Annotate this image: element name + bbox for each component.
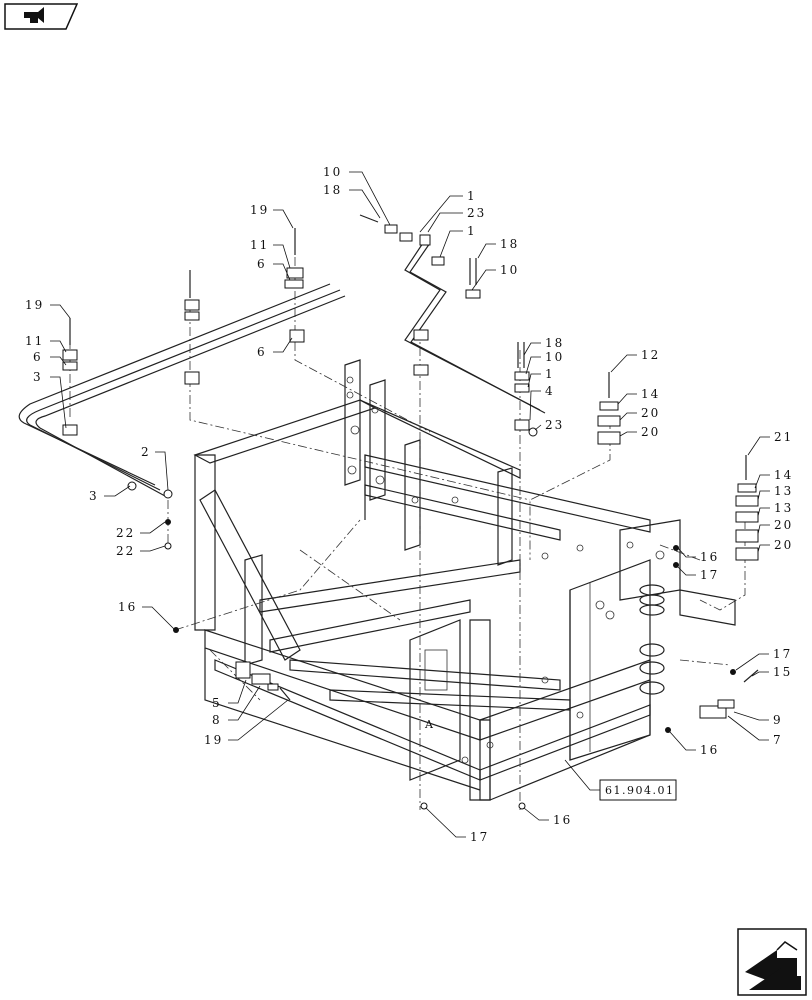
callout-label: 1 xyxy=(467,224,477,238)
back-button[interactable] xyxy=(4,3,79,30)
callout-label: 17 xyxy=(470,830,489,844)
callout-label: 3 xyxy=(33,370,43,384)
callout-label: 17 xyxy=(773,647,792,661)
callout-label: 1 xyxy=(545,367,555,381)
callout-label: 13 xyxy=(774,484,793,498)
callout-label: 10 xyxy=(545,350,564,364)
callout-label: 11 xyxy=(250,238,269,252)
assembly-lines xyxy=(69,240,746,810)
reference-box: 61.904.01 xyxy=(599,779,677,801)
callout-label: 18 xyxy=(323,183,342,197)
callout-label: 10 xyxy=(323,165,342,179)
callout-label: 21 xyxy=(774,430,793,444)
callout-label: 8 xyxy=(212,713,222,727)
callout-label: 18 xyxy=(500,237,519,251)
callout-label: 1 xyxy=(467,189,477,203)
callout-label: 20 xyxy=(774,538,793,552)
callout-label: 23 xyxy=(467,206,486,220)
callout-label: 11 xyxy=(25,334,44,348)
next-page-button[interactable] xyxy=(737,928,807,996)
spring-stack xyxy=(639,584,665,695)
callout-label: 13 xyxy=(774,501,793,515)
callout-label: 20 xyxy=(641,425,660,439)
callout-label: 22 xyxy=(116,544,135,558)
callout-label: 17 xyxy=(700,568,719,582)
callout-label: 23 xyxy=(545,418,564,432)
callout-label: 2 xyxy=(141,445,151,459)
arrow-pointing-next-icon xyxy=(737,928,807,996)
callout-label: 6 xyxy=(33,350,43,364)
callout-label: 7 xyxy=(773,733,783,747)
callout-label: 19 xyxy=(25,298,44,312)
callout-label: 14 xyxy=(641,387,660,401)
callout-label: 16 xyxy=(700,550,719,564)
callout-label: 6 xyxy=(257,257,267,271)
callout-label: 10 xyxy=(500,263,519,277)
callout-label: 9 xyxy=(773,713,783,727)
callout-label: 14 xyxy=(774,468,793,482)
svg-text:A: A xyxy=(424,718,434,731)
callout-label: 5 xyxy=(212,696,222,710)
leader-lines xyxy=(50,171,770,838)
callout-label: 15 xyxy=(773,665,792,679)
callout-labels: 10 18 1 23 1 18 10 19 11 6 6 19 11 6 3 2… xyxy=(25,165,793,844)
hand-pointing-left-icon xyxy=(4,3,79,30)
callout-label: 20 xyxy=(641,406,660,420)
callout-label: 16 xyxy=(118,600,137,614)
callout-label: 16 xyxy=(700,743,719,757)
callout-label: 6 xyxy=(257,345,267,359)
hydraulic-pipes xyxy=(18,239,546,497)
callout-label: 12 xyxy=(641,348,660,362)
callout-label: 18 xyxy=(545,336,564,350)
callout-label: 16 xyxy=(553,813,572,827)
chassis-frame: A xyxy=(193,359,736,801)
callout-label: 4 xyxy=(545,384,555,398)
callout-label: 19 xyxy=(250,203,269,217)
callout-label: 22 xyxy=(116,526,135,540)
reference-label: 61.904.01 xyxy=(605,784,674,797)
clamp-parts xyxy=(62,214,759,810)
callout-label: 3 xyxy=(89,489,99,503)
callout-label: 20 xyxy=(774,518,793,532)
callout-label: 19 xyxy=(204,733,223,747)
